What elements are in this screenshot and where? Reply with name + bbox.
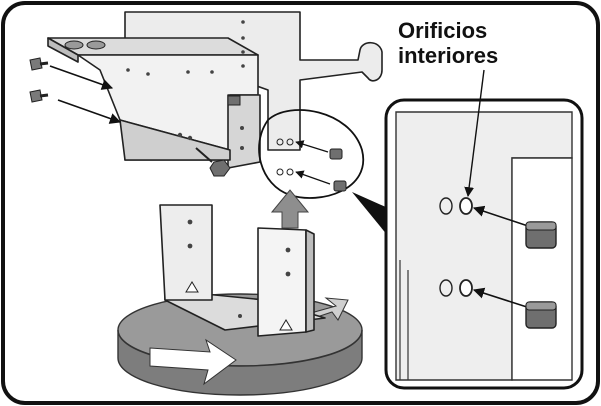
label-leader (464, 69, 485, 197)
detail-area (258, 109, 365, 199)
magnifier-callout-icon (352, 192, 388, 236)
nut-icon (195, 147, 231, 177)
bolt-icon (333, 180, 347, 192)
flange-hole (86, 40, 106, 50)
up-arrow-icon (270, 189, 310, 229)
bolt-icon (525, 221, 557, 249)
u-bracket (159, 204, 326, 337)
bolt-icon (329, 148, 343, 160)
bolt-icon (29, 89, 49, 103)
inner-holes-label: Orificios interiores (398, 18, 538, 68)
insert-arrow (57, 99, 122, 124)
insert-arrow (49, 65, 114, 90)
flange-hole (64, 40, 84, 50)
bolt-icon (29, 57, 49, 71)
bolt-icon (227, 95, 241, 106)
inner-holes-label-line2: interiores (398, 43, 499, 68)
inner-holes-label-line1: Orificios (398, 18, 488, 43)
bolt-icon (525, 301, 557, 329)
magnified-inset (384, 98, 584, 390)
